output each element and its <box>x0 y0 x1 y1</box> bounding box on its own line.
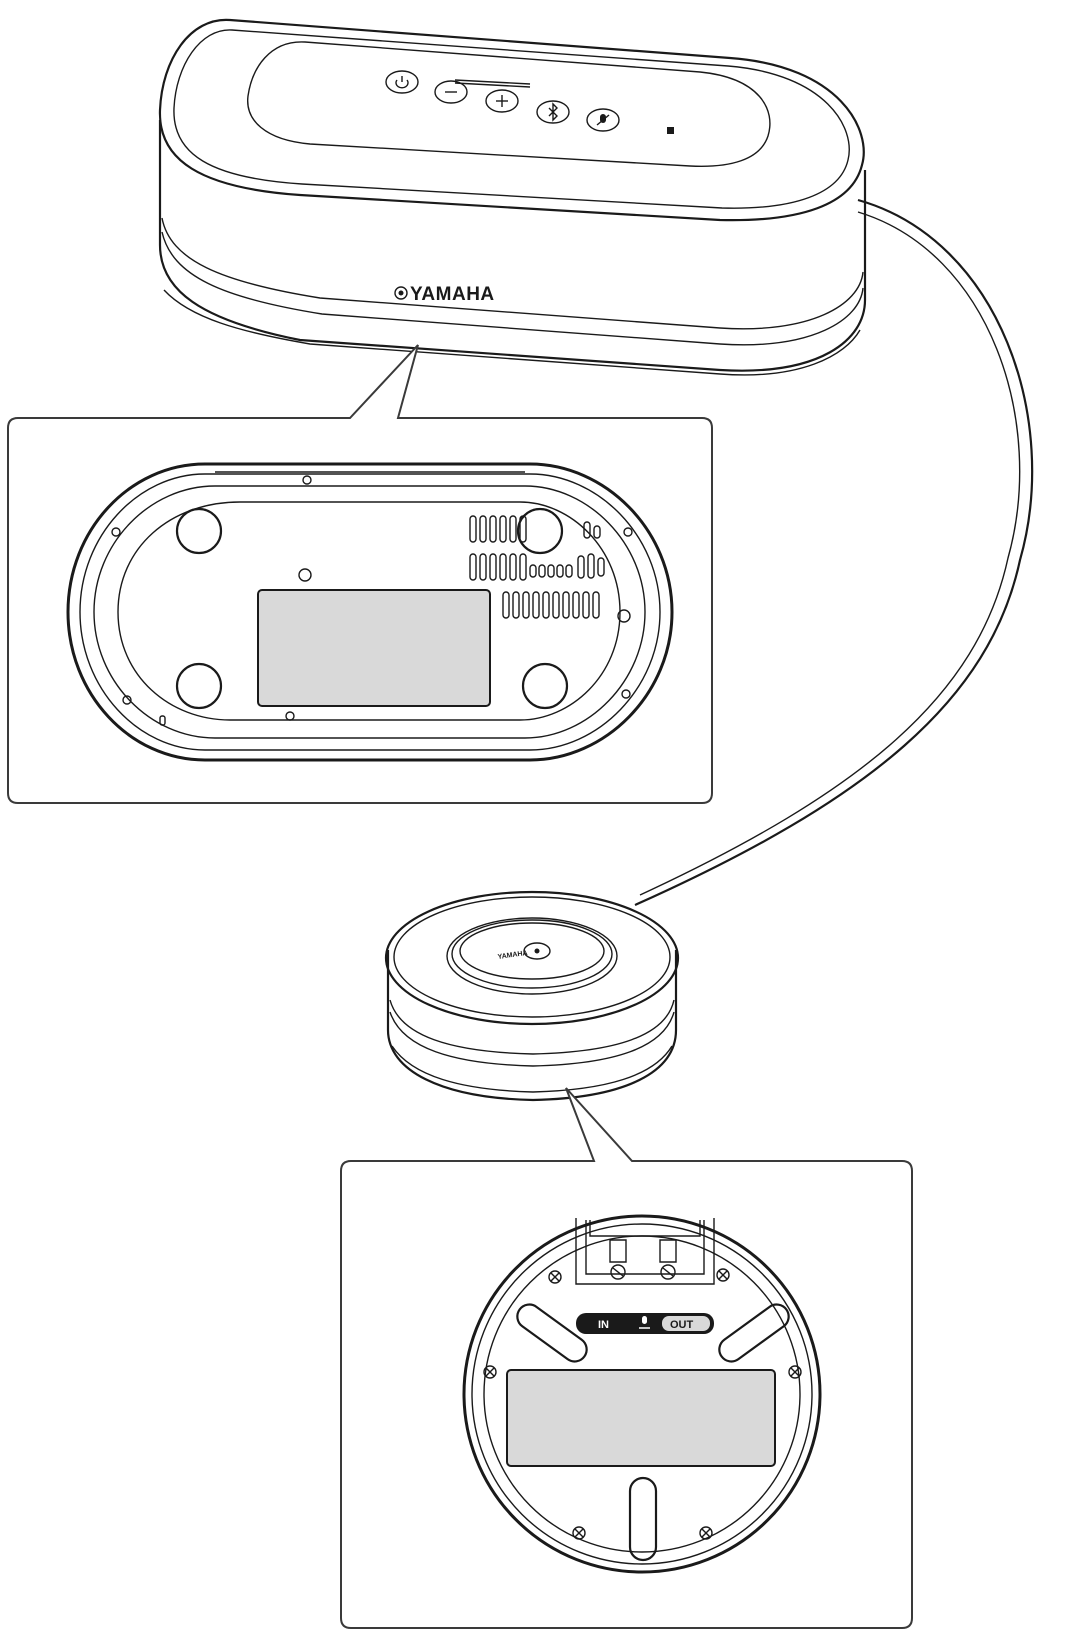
main-unit-brand-text: YAMAHA <box>410 284 495 305</box>
vent-slot <box>593 525 601 539</box>
status-led <box>667 127 674 134</box>
power-icon <box>395 76 409 89</box>
mic-bottom-view: IN OUT <box>462 1214 822 1574</box>
vent-slot <box>587 553 595 579</box>
vent-slot <box>556 564 564 578</box>
callout-mic-bottom: IN OUT <box>340 1087 913 1629</box>
mic-mute-key[interactable] <box>523 942 551 960</box>
volume-up-icon <box>496 95 508 107</box>
mic-mute-button[interactable] <box>586 108 620 132</box>
port-out-label: OUT <box>670 1319 694 1331</box>
vent-slot <box>509 553 517 581</box>
bluetooth-icon <box>548 102 558 122</box>
main-unit-bottom-view <box>66 462 674 762</box>
main-unit-label-plate <box>257 589 491 707</box>
vent-slot <box>499 553 507 581</box>
mic-brand-text: YAMAHA <box>497 950 528 961</box>
vent-slot <box>577 555 585 579</box>
vent-slot <box>499 515 507 543</box>
volume-down-button[interactable] <box>434 80 468 104</box>
vent-slot <box>538 564 546 578</box>
mic-mute-icon <box>596 114 610 126</box>
vent-slot <box>479 515 487 543</box>
callout-main-unit-bottom <box>7 344 713 804</box>
vent-slot <box>512 591 520 619</box>
cable-slot-left <box>516 1303 588 1363</box>
vent-slots <box>469 515 605 619</box>
vent-slot <box>552 591 560 619</box>
vent-slot <box>519 553 527 581</box>
vent-slot <box>597 557 605 577</box>
vent-slot <box>582 591 590 619</box>
vent-slot <box>542 591 550 619</box>
foot-top-right <box>516 507 564 555</box>
cable-slot-bottom <box>628 1476 658 1562</box>
vent-slot <box>479 553 487 581</box>
foot-top-left <box>175 507 223 555</box>
vent-slot <box>532 591 540 619</box>
volume-up-button[interactable] <box>485 89 519 113</box>
extension-microphone: YAMAHA <box>384 890 680 1102</box>
vent-slot <box>562 591 570 619</box>
vent-slot <box>522 591 530 619</box>
vent-slot <box>583 521 591 539</box>
vent-slot <box>469 553 477 581</box>
connector-in-port[interactable] <box>609 1239 627 1280</box>
vent-slot <box>592 591 600 619</box>
mic-label-plate <box>506 1369 776 1467</box>
vent-slot <box>489 515 497 543</box>
vent-slot <box>502 591 510 619</box>
top-grille <box>454 79 531 88</box>
foot-bottom-left <box>175 662 223 710</box>
connector-out-port[interactable] <box>659 1239 677 1280</box>
mic-cable-inner <box>639 211 1021 896</box>
vent-slot <box>565 564 573 578</box>
vent-slot <box>469 515 477 543</box>
main-unit: YAMAHA <box>158 18 867 376</box>
bluetooth-button[interactable] <box>536 100 570 124</box>
main-unit-logo: YAMAHA <box>394 284 495 305</box>
vent-slot <box>529 564 537 578</box>
mic-cable <box>634 198 1034 907</box>
vent-slot <box>572 591 580 619</box>
port-in-label: IN <box>598 1319 609 1331</box>
vent-slot <box>519 515 527 543</box>
port-label-strip: IN OUT <box>576 1313 714 1334</box>
microphone-icon <box>639 1316 650 1329</box>
foot-bottom-right <box>521 662 569 710</box>
vent-slot <box>547 564 555 578</box>
vent-slot <box>509 515 517 543</box>
cable-slot-right <box>718 1303 790 1363</box>
vent-slot <box>489 553 497 581</box>
microphone-icon <box>534 948 540 954</box>
power-button[interactable] <box>385 70 419 94</box>
